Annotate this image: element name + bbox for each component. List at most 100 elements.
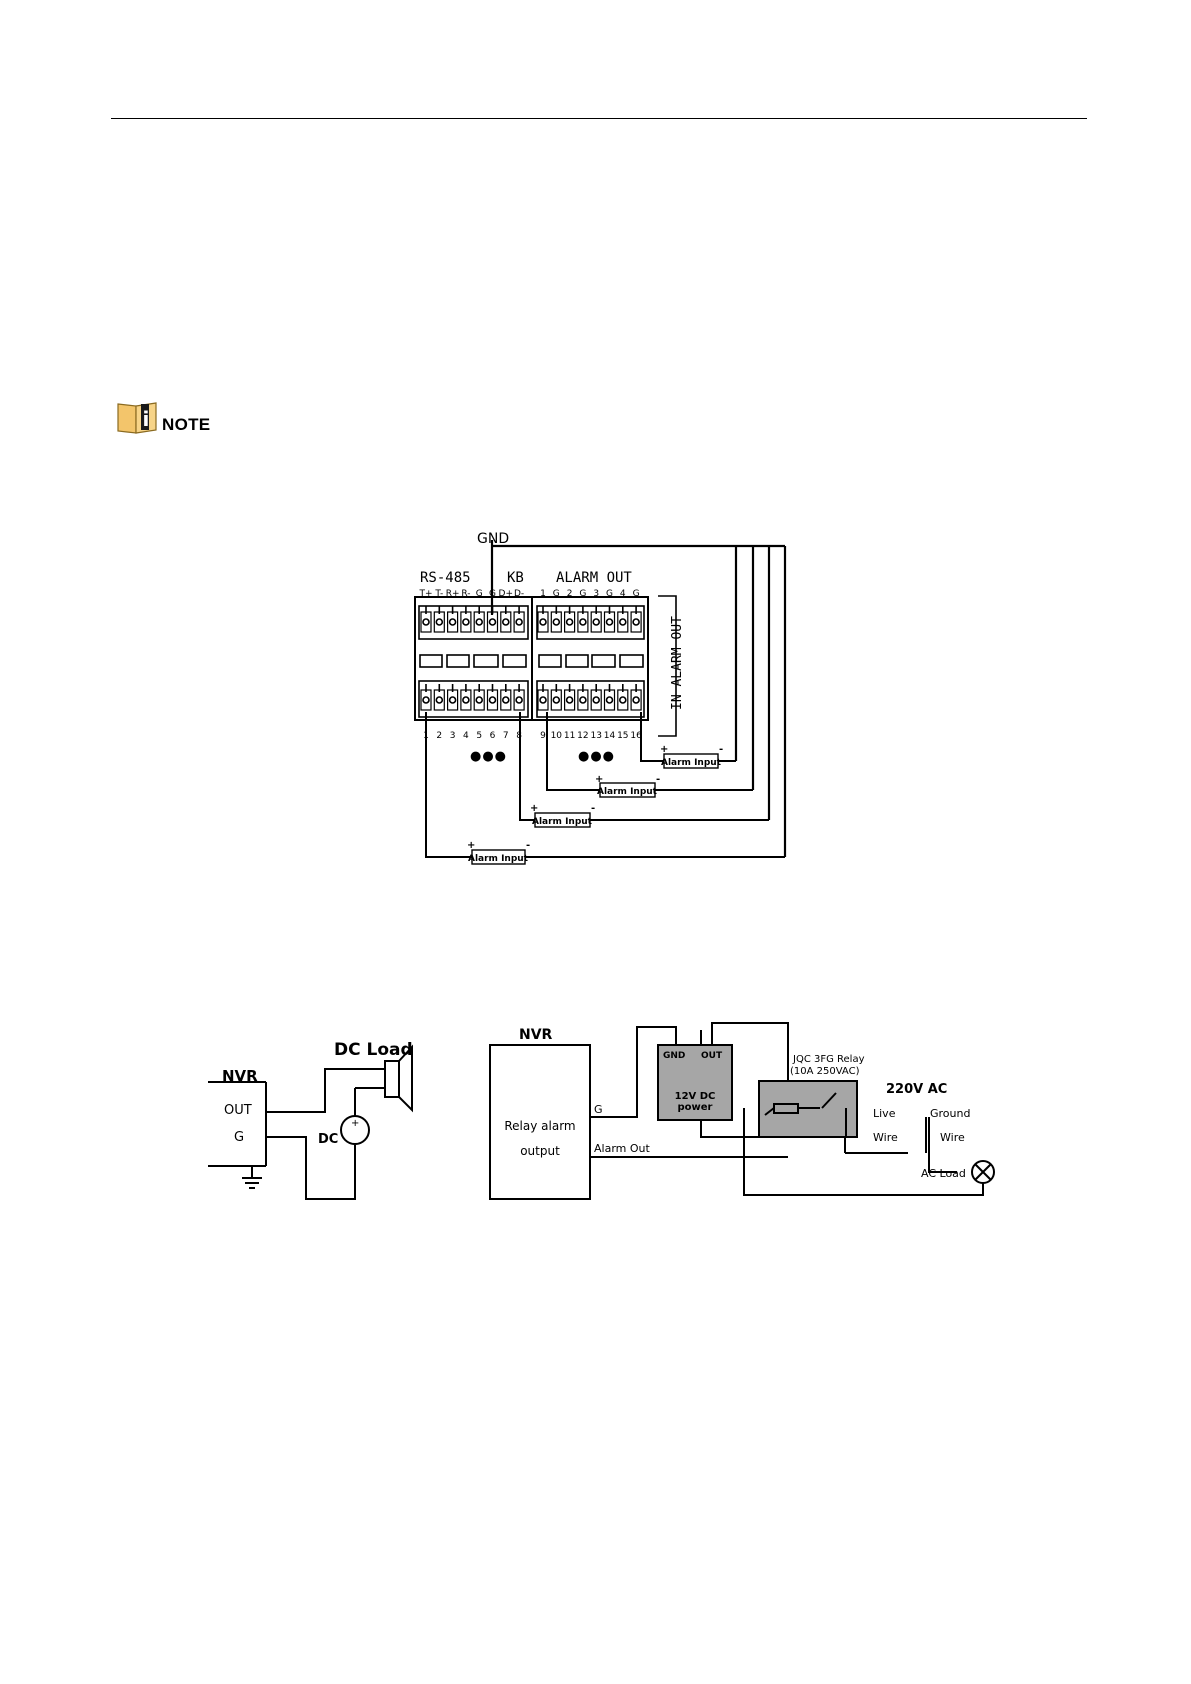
rs485-label: RS-485 — [420, 570, 471, 586]
plus-sign: + — [595, 774, 603, 785]
pin-label: D+ — [499, 589, 513, 599]
pin-label: 4 — [620, 589, 626, 599]
output-label: output — [520, 1144, 560, 1158]
bottom-right-terminal-block — [536, 680, 645, 718]
in-alarm-out-label: IN ALARM OUT — [670, 616, 685, 710]
power-line1-label: 12V DC — [675, 1091, 716, 1102]
plus-sign: + — [660, 744, 668, 755]
top-right-pin — [563, 606, 576, 633]
pin-label: D- — [514, 589, 524, 599]
bottom-right-pin — [563, 684, 576, 711]
pin-label: 10 — [551, 731, 563, 741]
relay-g-label: G — [594, 1103, 603, 1116]
minus-sign: - — [656, 774, 660, 785]
bottom-left-pin — [420, 684, 432, 711]
pin-label: 9 — [540, 731, 546, 741]
top-left-pin — [513, 606, 525, 633]
top-right-pin — [537, 606, 549, 633]
bottom-left-pin — [500, 684, 512, 711]
top-left-pin — [460, 606, 472, 633]
bottom-right-pin — [550, 684, 562, 711]
ellipsis-right: ●●● — [578, 749, 615, 764]
bottom-left-pin — [460, 684, 472, 711]
bottom-left-pin — [433, 684, 445, 711]
alarm-out-label: ALARM OUT — [556, 570, 632, 586]
alarm-input-4-label: Alarm Input — [468, 854, 529, 864]
top-left-pin — [500, 606, 512, 633]
out-label: OUT — [701, 1051, 723, 1061]
gnd-label: GND — [663, 1051, 685, 1061]
alarm-input-1-label: Alarm Input — [661, 758, 722, 768]
bottom-left-terminal-block — [418, 680, 529, 718]
plus-sign: + — [467, 840, 475, 851]
top-right-pin — [590, 606, 602, 633]
power-line2-label: power — [678, 1102, 713, 1113]
ac-load-label: AC Load — [921, 1167, 966, 1180]
alarm-input-2-label: Alarm Input — [597, 787, 658, 797]
bottom-right-pin — [603, 684, 616, 711]
top-right-pin — [617, 606, 629, 633]
pin-label: G — [476, 589, 483, 599]
relay-rating-label: (10A 250VAC) — [790, 1066, 860, 1077]
svg-text:i: i — [143, 407, 150, 431]
pin-label: 7 — [503, 731, 509, 741]
bottom-left-pin — [513, 684, 525, 711]
plus-sign: + — [351, 1118, 359, 1129]
ac-label: 220V AC — [886, 1082, 947, 1097]
ground-label: Ground — [930, 1107, 970, 1120]
bottom-right-pin — [630, 684, 642, 711]
pin-label: G — [633, 589, 640, 599]
bottom-left-pin — [447, 684, 459, 711]
bottom-right-pin — [617, 684, 629, 711]
minus-sign: - — [719, 744, 723, 755]
pin-label: 3 — [593, 589, 599, 599]
top-right-pin — [603, 606, 616, 633]
top-right-pin — [630, 606, 642, 633]
dc-load-title: DC Load — [334, 1040, 413, 1060]
pin-label: T+ — [418, 589, 432, 599]
pin-label: 2 — [436, 731, 442, 741]
ellipsis-left: ●●● — [470, 749, 507, 764]
pin-label: 1 — [540, 589, 546, 599]
dc-label: DC — [318, 1132, 338, 1147]
pin-label: 5 — [476, 731, 482, 741]
alarm-out-label: Alarm Out — [594, 1142, 650, 1155]
live-label: Live — [873, 1107, 896, 1120]
pin-label: 8 — [516, 731, 522, 741]
pin-label: R- — [461, 589, 470, 599]
g-label: G — [234, 1130, 244, 1145]
pin-label: 6 — [490, 731, 496, 741]
pin-label: 14 — [604, 731, 616, 741]
top-right-pin — [577, 606, 589, 633]
plus-sign: + — [530, 803, 538, 814]
pin-label: 11 — [564, 731, 575, 741]
gnd-label: GND — [477, 531, 509, 547]
top-left-terminal-block — [418, 605, 529, 640]
pin-label: 13 — [590, 731, 601, 741]
alarm-input-3-label: Alarm Input — [532, 817, 593, 827]
pin-label: G — [489, 589, 496, 599]
pin-label: 16 — [630, 731, 642, 741]
top-left-pin — [486, 606, 499, 633]
top-left-pin — [433, 606, 445, 633]
relay-nvr-label: NVR — [519, 1027, 553, 1043]
bottom-left-pin — [473, 684, 485, 711]
top-right-terminal-block — [536, 605, 645, 640]
relay-alarm-label: Relay alarm — [504, 1119, 575, 1133]
pin-label: G — [553, 589, 560, 599]
note-label: NOTE — [162, 415, 211, 434]
bottom-right-pin — [537, 684, 549, 711]
minus-sign: - — [526, 840, 530, 851]
live-wire-label: Wire — [873, 1131, 898, 1144]
pin-label: R+ — [446, 589, 460, 599]
top-left-pin — [447, 606, 459, 633]
header-rule — [111, 118, 1087, 119]
info-book-icon: i — [117, 402, 157, 434]
pin-label: 3 — [450, 731, 456, 741]
top-left-pin — [420, 606, 432, 633]
pin-label: 1 — [423, 731, 429, 741]
pin-label: 2 — [567, 589, 573, 599]
